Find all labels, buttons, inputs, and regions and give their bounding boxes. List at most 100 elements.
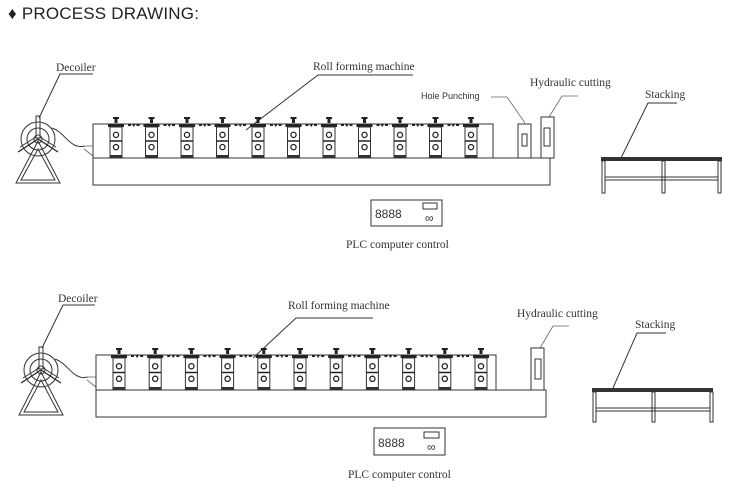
hole-punching-1: Hole Punching bbox=[421, 91, 532, 159]
plc-knobs-icon-2: ∞ bbox=[427, 440, 436, 454]
roller-station bbox=[463, 117, 479, 159]
lower-roller bbox=[405, 375, 412, 383]
roller-stations-2 bbox=[111, 348, 489, 391]
lower-roller bbox=[254, 143, 262, 151]
roller-station bbox=[328, 348, 361, 391]
decoiler-label-2: Decoiler bbox=[58, 293, 98, 305]
roller-station bbox=[214, 117, 246, 159]
lower-roller bbox=[361, 143, 368, 151]
roller-station bbox=[147, 348, 180, 391]
upper-roller bbox=[188, 362, 195, 370]
plc-control-2: 8888 ∞ PLC computer control bbox=[348, 427, 451, 481]
plc-label-2: PLC computer control bbox=[348, 469, 451, 481]
upper-roller bbox=[112, 131, 120, 139]
plc-control-1: 8888 ∞ PLC computer control bbox=[346, 199, 449, 251]
decoiler-1: Decoiler bbox=[15, 62, 96, 184]
roller-station bbox=[143, 117, 175, 159]
upper-roller bbox=[115, 362, 123, 370]
plc-display-2: 8888 bbox=[378, 436, 405, 450]
roller-station bbox=[219, 348, 252, 391]
plc-label-1: PLC computer control bbox=[346, 239, 449, 251]
lower-roller bbox=[260, 375, 268, 383]
hole-punching-label-1: Hole Punching bbox=[421, 91, 480, 101]
stacking-label-2: Stacking bbox=[635, 319, 675, 331]
hydraulic-cutting-label-1: Hydraulic cutting bbox=[530, 77, 611, 89]
upper-roller bbox=[254, 131, 262, 139]
roll-forming-machine-2: Roll forming machine bbox=[95, 300, 547, 418]
roller-station bbox=[111, 348, 144, 391]
lower-roller bbox=[115, 375, 123, 383]
upper-roller bbox=[224, 362, 231, 370]
stacking-table-1: Stacking bbox=[601, 89, 722, 194]
lower-roller bbox=[148, 143, 155, 151]
decoiler-leader-1 bbox=[38, 73, 93, 119]
process-line-2: Decoiler Roll forming machine Hydraulic bbox=[18, 293, 714, 481]
lower-roller bbox=[290, 143, 297, 151]
lower-roller bbox=[325, 143, 333, 151]
plc-knobs-icon-1: ∞ bbox=[425, 211, 434, 225]
roller-station bbox=[285, 117, 317, 159]
roller-station bbox=[427, 117, 459, 159]
decoiler-label-1: Decoiler bbox=[56, 62, 96, 74]
hydraulic-cutting-label-2: Hydraulic cutting bbox=[517, 308, 598, 320]
upper-roller bbox=[260, 362, 268, 370]
lower-roller bbox=[432, 143, 439, 151]
lower-roller bbox=[112, 143, 120, 151]
plc-box-1 bbox=[370, 199, 443, 227]
diamond-bullet-icon: ♦ bbox=[8, 4, 17, 23]
decoiler-2: Decoiler bbox=[18, 293, 98, 416]
roller-station bbox=[108, 117, 140, 159]
lower-roller bbox=[296, 375, 304, 383]
title-text: PROCESS DRAWING: bbox=[21, 4, 200, 23]
lower-roller bbox=[219, 143, 226, 151]
roller-station bbox=[356, 117, 388, 159]
lower-roller bbox=[224, 375, 231, 383]
roller-station bbox=[321, 117, 353, 159]
stacking-label-1: Stacking bbox=[645, 89, 685, 101]
lower-roller bbox=[188, 375, 195, 383]
roller-station bbox=[400, 348, 433, 391]
lower-roller bbox=[151, 375, 159, 383]
roll-forming-machine-1: Roll forming machine bbox=[92, 61, 551, 186]
upper-roller bbox=[477, 362, 485, 370]
roll-forming-leader-1 bbox=[245, 74, 413, 131]
lower-roller bbox=[477, 375, 485, 383]
upper-roller bbox=[296, 362, 304, 370]
machine-base-1 bbox=[92, 157, 551, 186]
lower-roller bbox=[369, 375, 376, 383]
upper-roller bbox=[332, 362, 340, 370]
roller-station bbox=[255, 348, 288, 391]
stacking-table-2: Stacking bbox=[592, 319, 714, 423]
upper-roller bbox=[151, 362, 159, 370]
lower-roller bbox=[332, 375, 340, 383]
process-line-1: Decoiler Roll forming machine bbox=[15, 61, 722, 251]
hydraulic-cutting-2: Hydraulic cutting bbox=[517, 308, 598, 391]
roller-station bbox=[473, 348, 489, 391]
roll-forming-label-2: Roll forming machine bbox=[288, 300, 390, 312]
upper-roller bbox=[369, 362, 376, 370]
upper-roller bbox=[405, 362, 412, 370]
plc-display-1: 8888 bbox=[375, 207, 402, 221]
lower-roller bbox=[441, 375, 449, 383]
page-title: ♦ PROCESS DRAWING: bbox=[8, 4, 199, 24]
roller-station bbox=[392, 117, 424, 159]
roller-stations-1 bbox=[108, 117, 479, 159]
upper-roller bbox=[396, 131, 404, 139]
lower-roller bbox=[183, 143, 191, 151]
upper-roller bbox=[183, 131, 191, 139]
roller-station bbox=[364, 348, 397, 391]
upper-roller bbox=[441, 362, 449, 370]
lower-roller bbox=[467, 143, 475, 151]
upper-roller bbox=[148, 131, 155, 139]
roller-station bbox=[179, 117, 211, 159]
roller-station bbox=[183, 348, 216, 391]
roller-station bbox=[250, 117, 282, 159]
upper-roller bbox=[290, 131, 297, 139]
hydraulic-cutting-1: Hydraulic cutting bbox=[530, 77, 611, 159]
upper-roller bbox=[432, 131, 439, 139]
upper-roller bbox=[467, 131, 475, 139]
roll-forming-label-1: Roll forming machine bbox=[313, 61, 415, 73]
plc-box-2 bbox=[373, 427, 446, 456]
roller-station bbox=[292, 348, 325, 391]
machine-base-2 bbox=[95, 389, 547, 418]
